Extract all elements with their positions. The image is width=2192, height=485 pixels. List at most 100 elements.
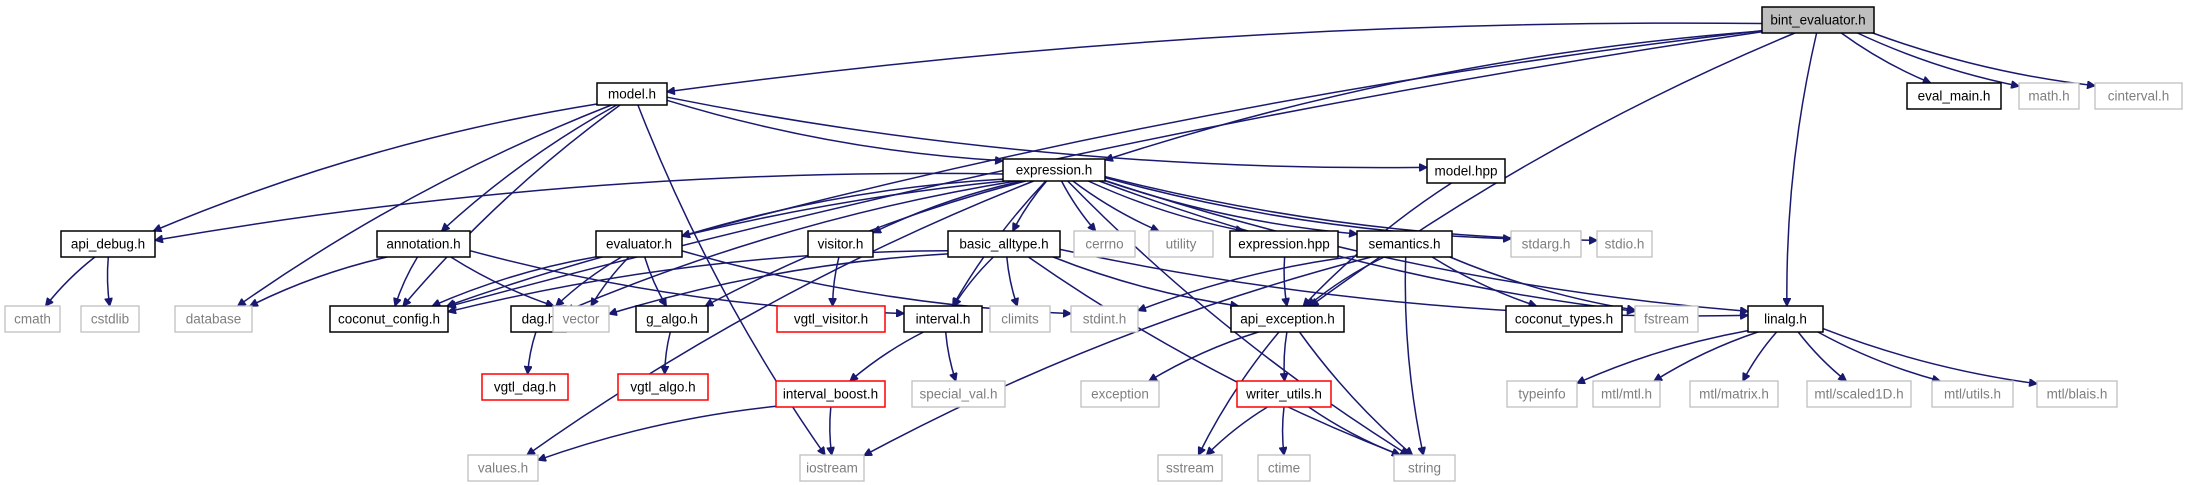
- node-box: [1931, 380, 2014, 408]
- node-vector: vector: [552, 305, 610, 333]
- edge-semantics-h-to-fstream: [1449, 256, 1635, 310]
- node-bint-evaluator-h[interactable]: bint_evaluator.h: [1761, 6, 1875, 34]
- node-label: expression.h: [1016, 163, 1093, 178]
- node-basic-alltype-h[interactable]: basic_alltype.h: [947, 230, 1061, 258]
- node-label: cerrno: [1085, 237, 1123, 252]
- edge-expression-h-to-stdarg-h: [1104, 176, 1511, 239]
- edge-expression-h-to-expression-hpp: [1087, 180, 1243, 231]
- node-box: [2036, 380, 2118, 408]
- edge-linalg-h-to-mtl-utils-h: [1817, 331, 1940, 381]
- node-box: [1906, 82, 2002, 110]
- edge-expression-h-to-cerrno: [1060, 180, 1096, 231]
- node-vgtl-algo-h[interactable]: vgtl_algo.h: [617, 373, 709, 401]
- node-label: string: [1408, 461, 1441, 476]
- node-label: typeinfo: [1518, 387, 1565, 402]
- node-model-h[interactable]: model.h: [596, 82, 668, 106]
- node-climits: climits: [989, 305, 1051, 333]
- node-label: mtl/matrix.h: [1699, 387, 1769, 402]
- node-box: [1148, 230, 1214, 258]
- node-vgtl-dag-h[interactable]: vgtl_dag.h: [481, 373, 569, 401]
- node-visitor-h[interactable]: visitor.h: [807, 230, 874, 258]
- node-box: [60, 230, 156, 258]
- node-label: interval_boost.h: [783, 387, 878, 402]
- node-label: sstream: [1166, 461, 1214, 476]
- node-coconut-types-h[interactable]: coconut_types.h: [1505, 305, 1623, 333]
- node-writer-utils-h[interactable]: writer_utils.h: [1236, 380, 1332, 408]
- node-sstream: sstream: [1157, 454, 1223, 482]
- node-label: ctime: [1268, 461, 1300, 476]
- node-box: [617, 373, 709, 401]
- edge-writer-utils-h-to-ctime: [1283, 406, 1284, 455]
- node-box: [1689, 380, 1779, 408]
- node-api-debug-h[interactable]: api_debug.h: [60, 230, 156, 258]
- node-expression-h[interactable]: expression.h: [1002, 158, 1106, 182]
- node-box: [1257, 454, 1311, 482]
- edge-bint-evaluator-h-to-math-h: [1857, 32, 2020, 86]
- node-interval-h[interactable]: interval.h: [903, 305, 983, 333]
- node-label: climits: [1001, 312, 1039, 327]
- edge-basic-alltype-h-to-string: [1027, 256, 1400, 455]
- edge-interval-boost-h-to-values-h: [538, 405, 777, 460]
- node-label: utility: [1166, 237, 1197, 252]
- node-box: [635, 305, 709, 333]
- edge-annotation-h-to-vector: [450, 256, 554, 306]
- node-vgtl-visitor-h[interactable]: vgtl_visitor.h: [776, 305, 886, 333]
- edge-expression-h-to-fstream: [1098, 180, 1635, 311]
- node-box: [4, 305, 61, 333]
- node-label: special_val.h: [919, 387, 997, 402]
- node-box: [1080, 380, 1160, 408]
- node-box: [1505, 305, 1623, 333]
- node-label: math.h: [2028, 89, 2069, 104]
- edge-expression-h-to-string: [1067, 180, 1409, 455]
- edge-dag-h-to-vgtl-dag-h: [528, 331, 537, 374]
- node-box: [467, 454, 539, 482]
- node-box: [1230, 305, 1345, 333]
- node-interval-boost-h[interactable]: interval_boost.h: [775, 380, 886, 408]
- node-expression-hpp[interactable]: expression.hpp: [1229, 230, 1339, 258]
- node-label: g_algo.h: [646, 312, 698, 327]
- edge-basic-alltype-h-to-vector: [609, 253, 949, 314]
- edge-linalg-h-to-typeinfo: [1577, 329, 1749, 384]
- node-linalg-h[interactable]: linalg.h: [1747, 305, 1824, 333]
- node-string: string: [1393, 454, 1456, 482]
- node-box: [903, 305, 983, 333]
- edge-basic-alltype-h-to-interval-h: [954, 256, 994, 306]
- node-database: database: [174, 305, 253, 333]
- edge-basic-alltype-h-to-api-exception-h: [1052, 256, 1238, 306]
- edge-bint-evaluator-h-to-api-exception-h: [1311, 32, 1796, 306]
- edge-writer-utils-h-to-sstream: [1207, 406, 1268, 455]
- edge-evaluator-h-to-coconut-config-h: [432, 256, 597, 306]
- node-math-h: math.h: [2018, 82, 2080, 110]
- node-api-exception-h[interactable]: api_exception.h: [1230, 305, 1345, 333]
- node-box: [595, 230, 683, 258]
- edge-bint-evaluator-h-to-eval-main-h: [1840, 32, 1930, 83]
- edge-annotation-h-to-database: [250, 256, 388, 307]
- edge-api-exception-h-to-writer-utils-h: [1284, 331, 1287, 381]
- node-g-algo-h[interactable]: g_algo.h: [635, 305, 709, 333]
- node-label: api_exception.h: [1240, 312, 1335, 327]
- edge-linalg-h-to-mtl-scaled1d-h: [1797, 331, 1846, 381]
- node-annotation-h[interactable]: annotation.h: [376, 230, 471, 258]
- node-label: vector: [563, 312, 600, 327]
- node-box: [911, 380, 1006, 408]
- node-evaluator-h[interactable]: evaluator.h: [595, 230, 683, 258]
- node-box: [776, 305, 886, 333]
- edge-interval-h-to-special-val-h: [944, 331, 956, 381]
- node-label: stdio.h: [1605, 237, 1645, 252]
- node-box: [80, 305, 140, 333]
- node-box: [1506, 380, 1578, 408]
- edge-semantics-h-to-string: [1404, 256, 1423, 455]
- node-mtl-blais-h: mtl/blais.h: [2036, 380, 2118, 408]
- node-semantics-h[interactable]: semantics.h: [1356, 230, 1453, 258]
- node-box: [1747, 305, 1824, 333]
- edge-basic-alltype-h-to-climits: [1006, 256, 1017, 306]
- node-label: coconut_config.h: [338, 312, 440, 327]
- node-coconut-config-h[interactable]: coconut_config.h: [329, 305, 449, 333]
- node-model-hpp[interactable]: model.hpp: [1426, 158, 1506, 184]
- node-box: [1157, 454, 1223, 482]
- node-eval-main-h[interactable]: eval_main.h: [1906, 82, 2002, 110]
- node-label: cstdlib: [91, 312, 129, 327]
- edge-bint-evaluator-h-to-model-h: [667, 22, 1763, 92]
- node-box: [1510, 230, 1582, 258]
